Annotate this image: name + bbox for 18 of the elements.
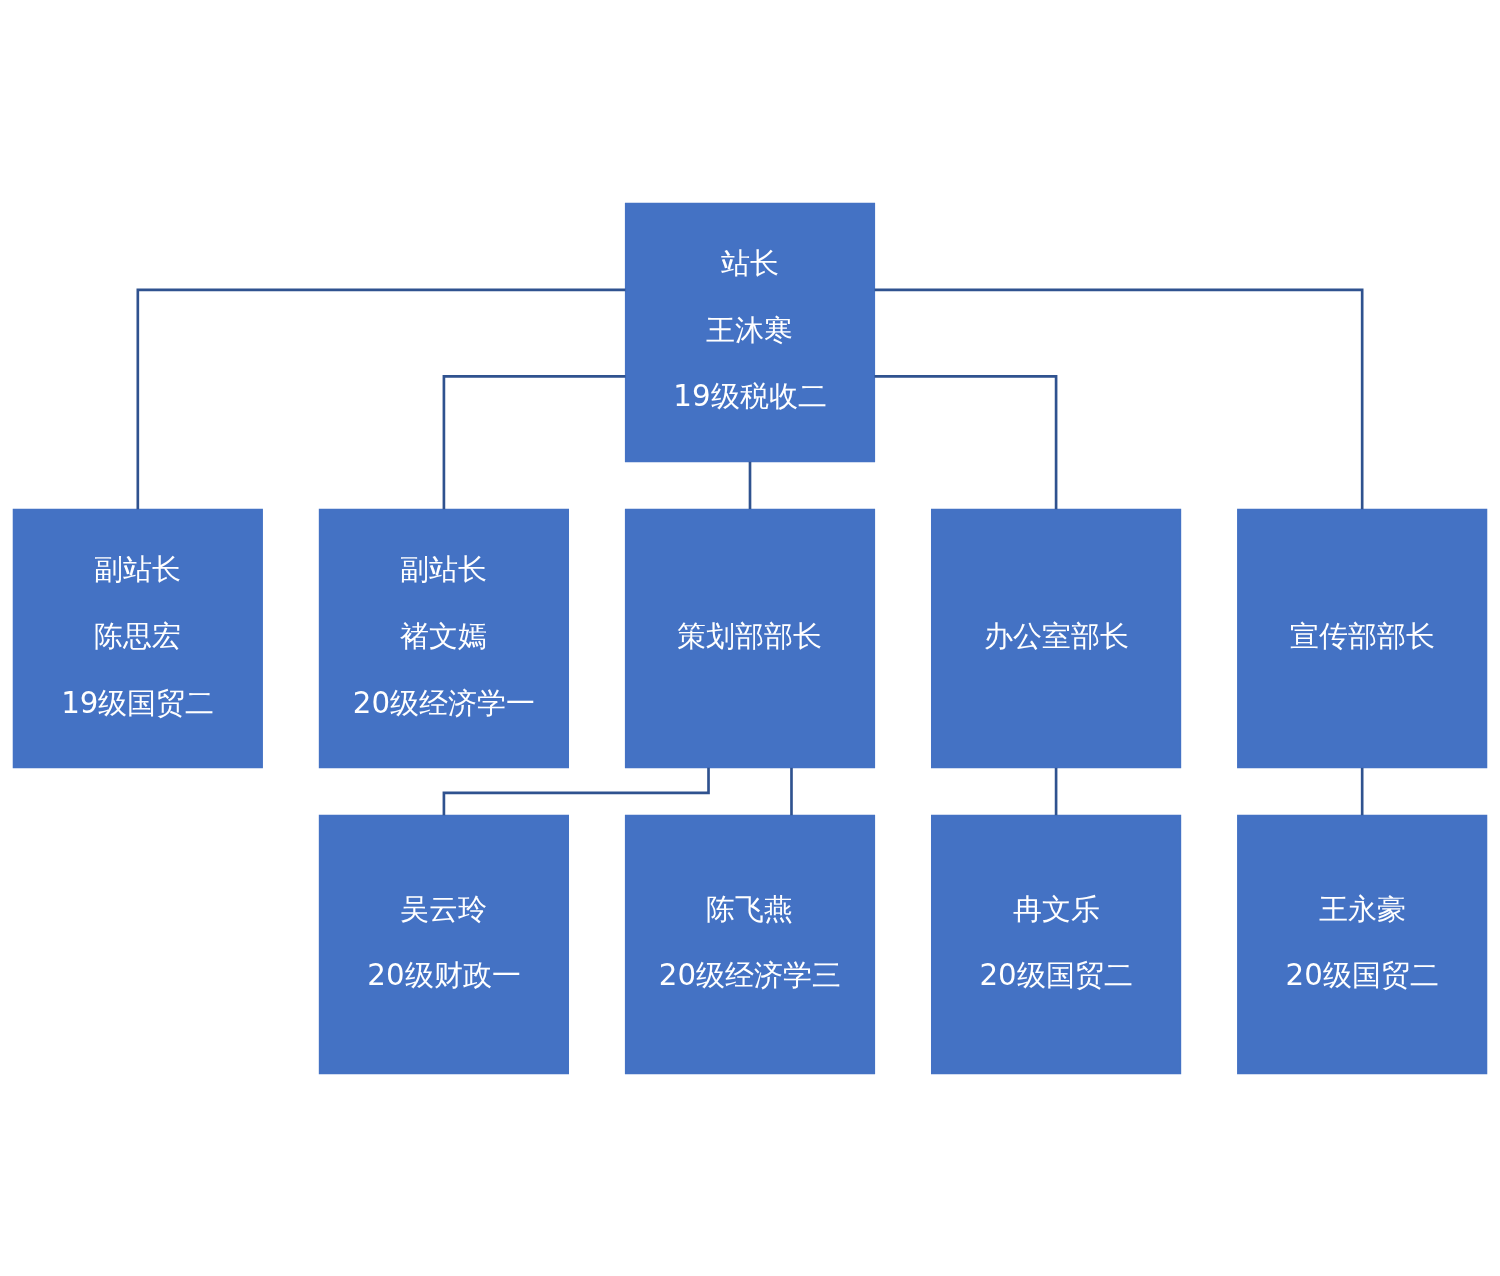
node-box: 策划部部长: [624, 508, 876, 768]
connector: [874, 374, 1058, 509]
connector: [136, 288, 626, 509]
node-box: 王永豪 20级国贸二: [1237, 814, 1488, 1074]
connector: [1054, 767, 1058, 815]
node-box: 冉文乐 20级国贸二: [931, 814, 1182, 1074]
node-box: 吴云玲 20级财政一: [318, 814, 569, 1074]
node-box: 站长 王沐寒 19级税收二: [624, 202, 876, 462]
connector: [748, 461, 752, 509]
connector: [874, 288, 1364, 509]
node-box: 办公室部长: [931, 508, 1182, 768]
node-box: 陈飞燕 20级经济学三: [624, 814, 876, 1074]
node-box: 副站长 褚文嫣 20级经济学一: [318, 508, 569, 768]
connector: [1360, 767, 1364, 815]
connector: [790, 767, 793, 815]
connector: [442, 374, 626, 509]
node-box: 宣传部部长: [1237, 508, 1488, 768]
node-box: 副站长 陈思宏 19级国贸二: [12, 508, 263, 768]
